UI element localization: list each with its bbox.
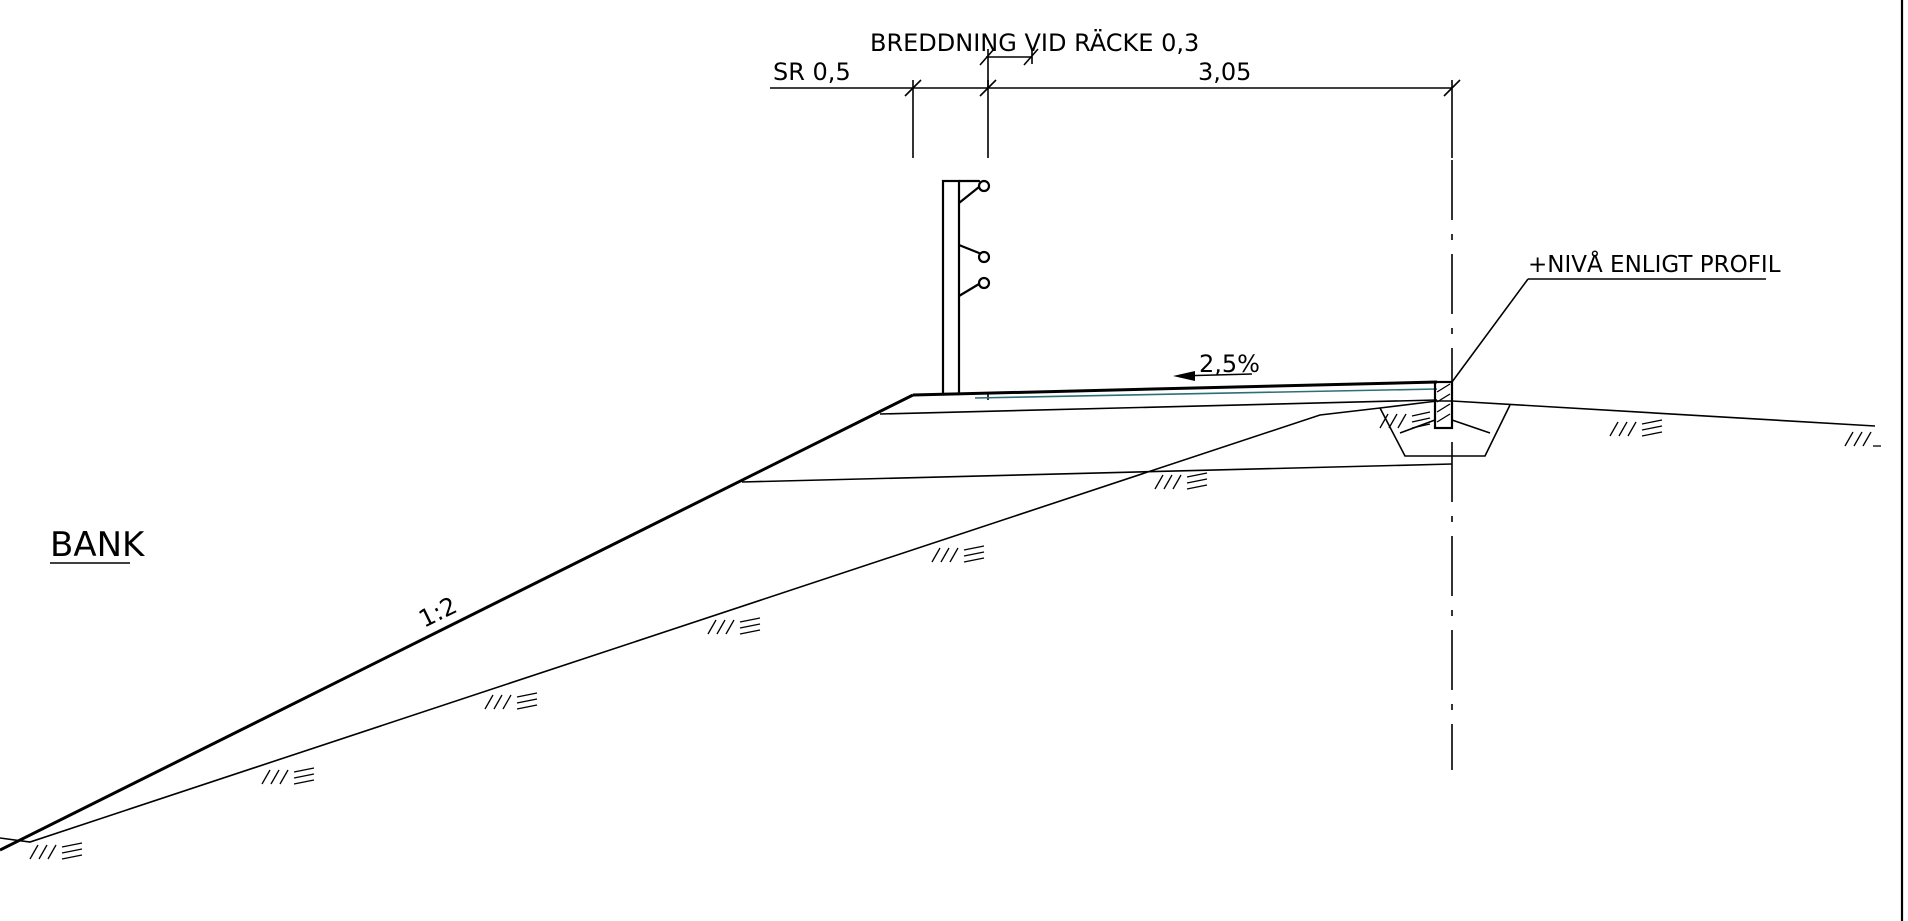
embankment bbox=[0, 380, 1876, 852]
level-label: +NIVÅ ENLIGT PROFIL bbox=[1528, 250, 1781, 278]
level-marker bbox=[1379, 380, 1511, 457]
level-leader bbox=[1451, 278, 1766, 383]
breddning-label: BREDDNING VID RÄCKE 0,3 bbox=[870, 28, 1199, 57]
slope-arrow bbox=[1173, 371, 1253, 381]
slope-percent-label: 2,5% bbox=[1199, 350, 1260, 378]
sr-dimension-label: SR 0,5 bbox=[773, 58, 851, 86]
bank-label: BANK bbox=[50, 525, 146, 565]
guardrail bbox=[941, 179, 991, 400]
slope-ratio-label: 1:2 bbox=[414, 591, 461, 633]
dimension-lines bbox=[770, 48, 1461, 158]
ground-hatch-symbols bbox=[29, 411, 1881, 860]
width-dimension-label: 3,05 bbox=[1198, 58, 1251, 86]
